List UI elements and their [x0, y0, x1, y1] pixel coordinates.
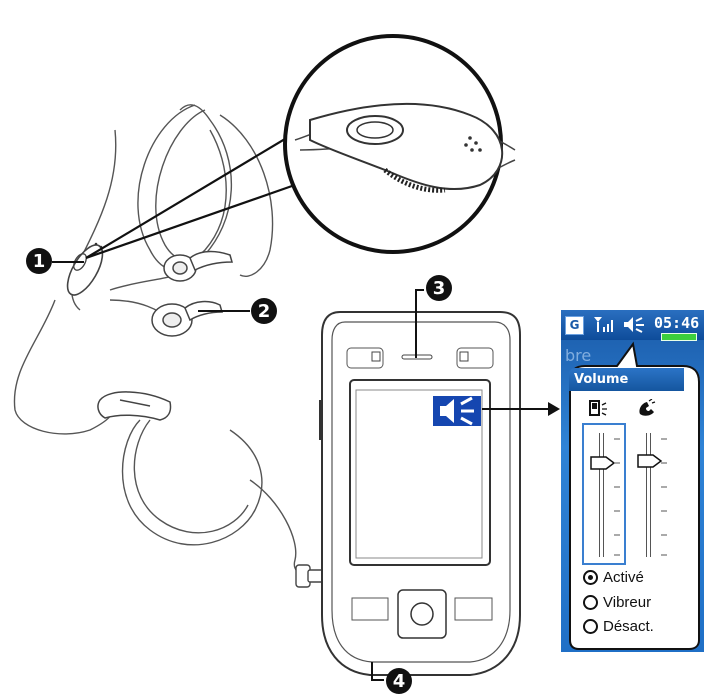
radio-option-on[interactable]: Activé [583, 566, 644, 588]
battery-icon [661, 333, 697, 341]
slider-ticks [661, 438, 667, 556]
device-speaker-icon [589, 400, 607, 416]
signal-icon [594, 317, 613, 332]
popup-title: Volume [569, 368, 684, 391]
radio-label: Désact. [603, 617, 654, 635]
device-volume-slider[interactable] [582, 423, 626, 565]
cable-clip [97, 391, 172, 421]
phone-volume-slider[interactable] [631, 425, 671, 563]
slider-thumb[interactable] [637, 453, 667, 469]
headset-controller [66, 242, 104, 296]
earbuds [151, 250, 233, 337]
phone-ringer-icon [639, 399, 656, 416]
start-button[interactable]: G [565, 316, 584, 335]
radio-button[interactable] [583, 618, 598, 634]
callout-1: 1 [26, 248, 52, 274]
zoom-lines [85, 129, 301, 260]
callout-leaders [52, 261, 424, 681]
radio-button[interactable] [583, 594, 598, 610]
volume-popup-screenshot: G 05:46 bre e Volume [561, 310, 704, 652]
callout-3: 3 [426, 275, 452, 301]
headset-cable [13, 104, 306, 576]
callout-4: 4 [386, 668, 412, 694]
slider-ticks [614, 438, 620, 556]
slider-thumb[interactable] [590, 455, 620, 471]
pointer-arrow [482, 402, 560, 416]
background-text: bre [565, 346, 592, 365]
clock[interactable]: 05:46 [654, 314, 700, 332]
status-bar: G 05:46 [561, 310, 704, 341]
radio-option-off[interactable]: Désact. [583, 615, 654, 637]
radio-option-vibrate[interactable]: Vibreur [583, 591, 651, 613]
pocket-pc-device [319, 311, 521, 676]
radio-label: Vibreur [603, 593, 652, 611]
magnifier-circle [283, 34, 516, 254]
radio-button[interactable] [583, 569, 598, 585]
popup-bubble [569, 341, 700, 650]
speaker-icon [433, 396, 481, 426]
radio-label: Activé [603, 568, 644, 586]
callout-2: 2 [251, 298, 277, 324]
volume-icon[interactable] [623, 316, 649, 334]
